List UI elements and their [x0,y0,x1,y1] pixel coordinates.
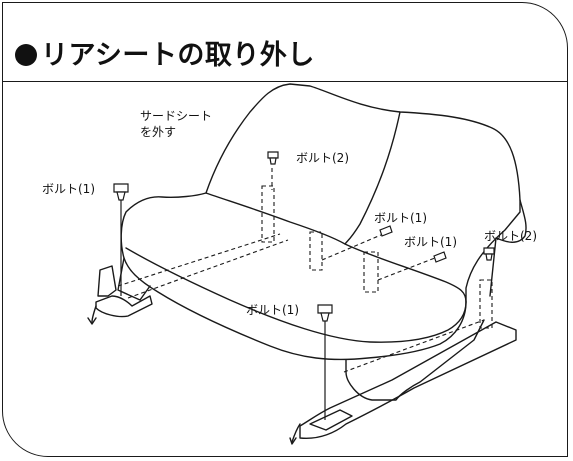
backrest-split-line [344,111,401,245]
floor-plate-left-bracket [97,265,117,297]
hidden-bracket-mid [309,231,323,271]
hidden-line-left-2 [117,233,281,287]
hidden-bracket-mid-2 [363,251,379,293]
hidden-hinge-left [261,185,275,243]
seat-leg-left [117,257,151,301]
section-title-text: リアシートの取り外し [41,40,315,71]
seat-leg-front [345,319,485,401]
section-title: リアシートの取り外し [15,33,315,72]
label-bolt1-mid-upper: ボルト(1) [374,211,427,225]
bolt-icon [317,304,333,322]
title-divider [3,81,567,82]
bullet-icon [15,44,37,66]
hidden-line-mid-1 [321,231,389,261]
hidden-line-right [343,319,485,373]
bolt-icon [113,183,129,201]
bolt-icon [267,151,279,165]
seat-backrest [205,83,521,303]
label-third-seat-line2: を外す [140,125,176,139]
bolt-icon [379,225,393,237]
bolt-icon [433,251,447,263]
bolt-icon [483,247,495,261]
seat-side-panel [489,199,527,297]
label-third-seat-line1: サードシート [140,109,212,123]
hidden-line-left-1 [127,239,289,299]
illustration-frame: リアシートの取り外し [2,2,568,457]
label-bolt2-top: ボルト(2) [296,151,349,165]
floor-plate-right-inner [309,409,353,431]
cushion-piping [125,247,467,343]
label-bolt2-right: ボルト(2) [484,229,537,243]
label-bolt1-left: ボルト(1) [42,182,95,196]
hidden-hinge-right [479,279,493,329]
label-bolt1-bottom: ボルト(1) [246,303,299,317]
floor-plate-right [299,321,517,440]
label-bolt1-mid-lower: ボルト(1) [404,235,457,249]
floor-plate-left [95,295,153,318]
